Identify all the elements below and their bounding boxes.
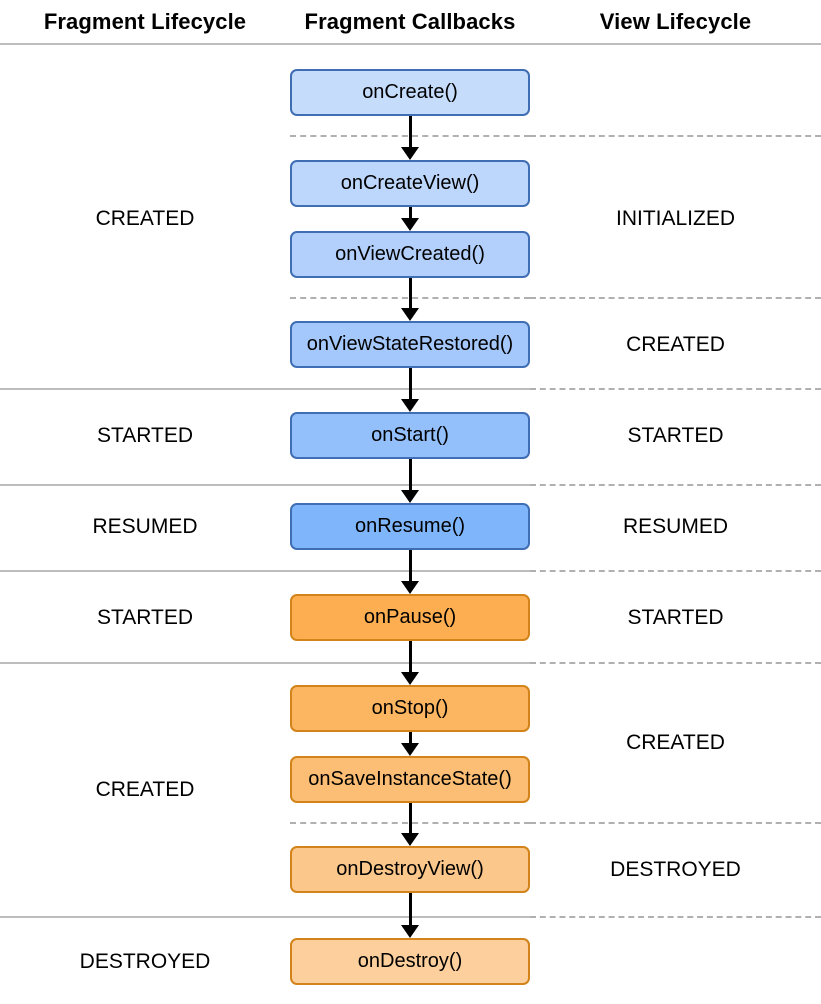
view-state-created-1: CREATED [626,333,725,356]
view-state-divider [530,388,821,390]
fragment-state-started-2: STARTED [96,606,194,629]
arrowhead-on-destroy-view [401,833,419,846]
arrow-on-create-to-on-create-view [409,116,412,149]
header-divider-rule [0,43,821,45]
arrowhead-on-start [401,399,419,412]
arrowhead-on-view-state-restored [401,308,419,321]
arrow-on-save-instance-state-to-on-destroy-view [409,803,412,835]
arrow-on-view-created-to-on-view-state-restored [409,278,412,310]
view-state-divider [530,297,821,299]
callback-box-on-start[interactable]: onStart() [290,412,530,459]
fragment-state-divider [0,662,530,664]
callback-box-on-view-created[interactable]: onViewCreated() [290,231,530,278]
fragment-state-started-1: STARTED [96,424,194,447]
fragment-state-divider [0,388,530,390]
callback-box-on-view-state-restored[interactable]: onViewStateRestored() [290,321,530,368]
column-header-fragment-lifecycle: Fragment Lifecycle [43,9,247,34]
fragment-state-divider [0,484,530,486]
callback-box-on-pause[interactable]: onPause() [290,594,530,641]
fragment-state-created-2: CREATED [95,778,195,801]
fragment-state-divider [0,916,530,918]
view-state-started-2: STARTED [627,606,724,629]
view-state-initialized: INITIALIZED [615,207,736,230]
arrowhead-on-pause [401,581,419,594]
column-header-fragment-callbacks: Fragment Callbacks [304,9,516,34]
callback-box-on-resume[interactable]: onResume() [290,503,530,550]
view-state-divider [530,135,821,137]
column-header-view-lifecycle: View Lifecycle [599,9,752,34]
fragment-state-created-1: CREATED [95,207,195,230]
arrowhead-on-view-created [401,218,419,231]
view-state-destroyed: DESTROYED [610,858,741,881]
arrow-on-pause-to-on-stop [409,641,412,674]
arrowhead-on-destroy [401,925,419,938]
column-header-row: Fragment Lifecycle Fragment Callbacks Vi… [0,0,821,43]
view-state-started-1: STARTED [627,424,724,447]
arrow-on-start-to-on-resume [409,459,412,492]
view-state-divider [530,484,821,486]
view-state-divider [530,822,821,824]
callback-box-on-destroy-view[interactable]: onDestroyView() [290,846,530,893]
callback-box-on-save-instance-state[interactable]: onSaveInstanceState() [290,756,530,803]
arrowhead-on-create-view [401,147,419,160]
fragment-state-divider [0,570,530,572]
view-state-created-2: CREATED [626,731,725,754]
arrowhead-on-save-instance-state [401,743,419,756]
view-state-resumed: RESUMED [622,515,728,538]
callback-box-on-stop[interactable]: onStop() [290,685,530,732]
view-state-divider [530,916,821,918]
fragment-state-resumed: RESUMED [92,515,198,538]
arrowhead-on-stop [401,672,419,685]
arrow-on-stop-to-on-save-instance-state [409,732,412,745]
arrowhead-on-resume [401,490,419,503]
fragment-state-destroyed: DESTROYED [79,950,211,973]
view-state-divider [530,662,821,664]
callback-box-on-create[interactable]: onCreate() [290,69,530,116]
callback-box-on-destroy[interactable]: onDestroy() [290,938,530,985]
view-state-divider [530,570,821,572]
arrow-on-destroy-view-to-on-destroy [409,893,412,927]
arrow-on-create-view-to-on-view-created [409,207,412,220]
arrow-on-resume-to-on-pause [409,550,412,583]
callback-box-on-create-view[interactable]: onCreateView() [290,160,530,207]
arrow-on-view-state-restored-to-on-start [409,368,412,401]
